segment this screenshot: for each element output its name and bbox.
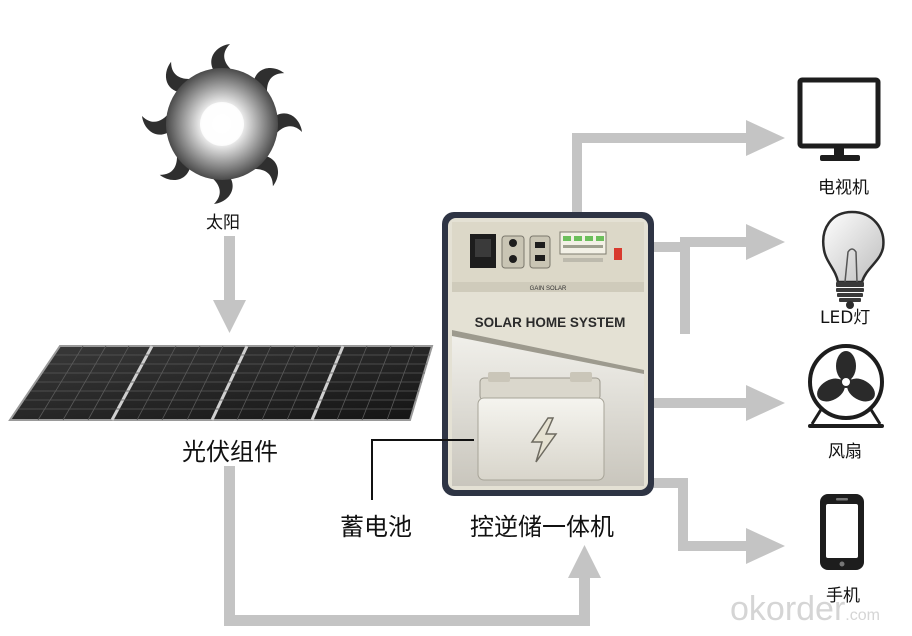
arrow-to-led-1: [650, 242, 690, 252]
watermark-main: okorder: [730, 590, 846, 628]
arrow-to-phone-2: [678, 478, 688, 551]
arrow-panel-down: [224, 466, 235, 626]
arrowhead-to-phone: [746, 528, 785, 564]
arrowhead-to-tv: [746, 120, 785, 156]
arrowhead-to-led: [746, 224, 785, 260]
arrow-to-led-3: [680, 237, 750, 247]
battery-icon: [477, 372, 605, 481]
arrow-to-fan: [650, 398, 750, 408]
arrow-to-phone-3: [678, 541, 750, 551]
battery-label: 蓄电池: [340, 513, 412, 541]
phone-label: 手机: [826, 586, 860, 606]
battery-leader-line: [371, 439, 474, 500]
arrow-panel-across: [224, 615, 590, 626]
phone-icon: [820, 494, 864, 570]
led-lamp-label: LED灯: [820, 308, 871, 328]
arrow-to-tv-vertical: [572, 133, 582, 213]
tv-icon: [797, 77, 881, 161]
fan-icon: [808, 344, 884, 428]
watermark: okorder.com: [730, 590, 880, 629]
solar-home-system-device: GAIN SOLAR SOLAR HOME SYSTEM: [371, 212, 654, 500]
arrow-to-phone-1: [650, 478, 688, 488]
arrow-up-to-device: [579, 574, 590, 626]
status-display: [559, 231, 607, 262]
pv-module-label: 光伏组件: [182, 438, 278, 466]
controller-inverter-label: 控逆储一体机: [470, 513, 614, 541]
arrow-to-tv-horizontal: [572, 133, 750, 143]
device-brand: GAIN SOLAR: [530, 286, 567, 292]
output-sockets: [501, 235, 551, 269]
tv-label: 电视机: [818, 178, 869, 198]
arrowhead-to-fan: [746, 385, 785, 421]
arrow-to-led-2: [680, 242, 690, 334]
arrowhead-sun-to-panel: [213, 300, 246, 333]
watermark-suffix: .com: [845, 607, 880, 624]
flow-arrows: [213, 120, 785, 626]
arrow-sun-to-panel: [224, 236, 235, 308]
indicator-light: [614, 248, 622, 260]
fan-label: 风扇: [828, 442, 862, 462]
sun-label: 太阳: [206, 213, 240, 233]
bulb-icon: [821, 210, 885, 309]
solar-panel-icon: [8, 345, 434, 421]
device-title: SOLAR HOME SYSTEM: [475, 315, 626, 330]
sun-icon: [142, 44, 302, 204]
arrowhead-to-device: [568, 545, 601, 578]
